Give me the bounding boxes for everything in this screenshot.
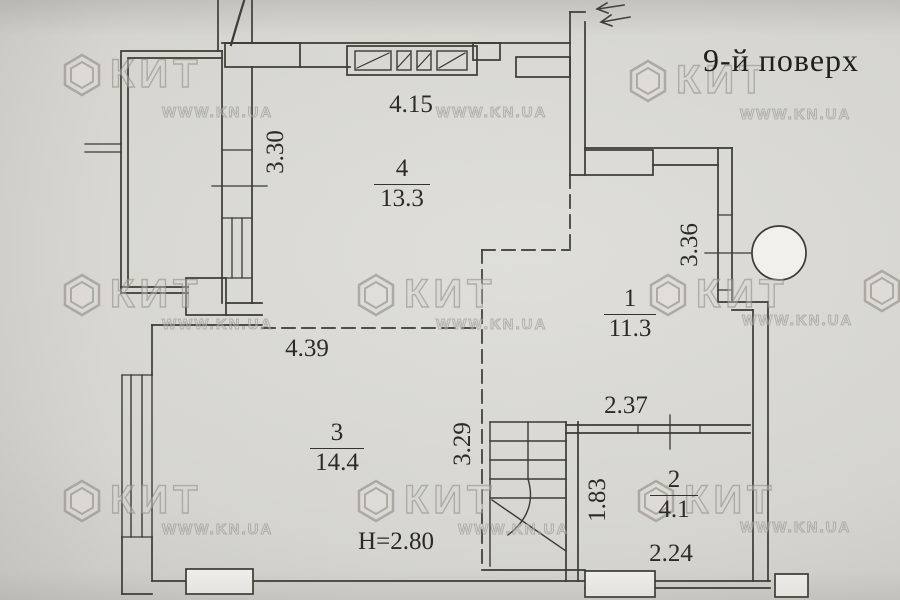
window-block — [774, 573, 809, 598]
room-number: 3 — [310, 420, 364, 449]
room-3-label: 3 14.4 — [310, 420, 364, 476]
dim-room2-width-top: 2.37 — [604, 392, 648, 419]
column-circle — [751, 225, 807, 281]
wall-pier — [584, 149, 654, 176]
wall-pier — [224, 42, 301, 68]
section-break-lines — [217, 0, 253, 52]
dim-room2-width-bottom: 2.24 — [649, 540, 693, 567]
left-wall-room4 — [151, 50, 268, 376]
room1-walls — [584, 147, 769, 582]
dim-ceiling-height: H=2.80 — [358, 528, 434, 555]
room-number: 1 — [604, 286, 656, 315]
bottom-wall — [151, 568, 809, 598]
room-number: 4 — [374, 156, 430, 185]
upper-right-wall — [569, 11, 586, 176]
room2-top-wall — [565, 414, 751, 450]
window-block — [584, 570, 656, 598]
section-arrows-icon — [595, 1, 631, 28]
room-2-label: 2 4.1 — [650, 467, 698, 523]
dim-right-window: 3.36 — [676, 223, 703, 267]
dashed-boundaries — [261, 174, 571, 567]
dim-left-upper-window: 3.30 — [262, 130, 289, 174]
dim-stair-zone-depth: 3.29 — [449, 422, 476, 466]
staircase — [481, 421, 586, 582]
top-wall — [221, 42, 571, 78]
window-block — [185, 568, 254, 595]
dim-top-wall-width: 4.15 — [389, 91, 433, 118]
dim-room2-depth: 1.83 — [584, 478, 611, 522]
room-4-label: 4 13.3 — [374, 156, 430, 212]
room-number: 2 — [650, 467, 698, 496]
room-area: 13.3 — [380, 185, 424, 212]
stair-run-line — [491, 499, 567, 552]
stair-direction-arc — [507, 478, 532, 536]
wall-pier — [185, 277, 227, 316]
left-wall-room3 — [121, 374, 153, 595]
dim-room3-width: 4.39 — [285, 335, 329, 362]
floor-title: 9-й поверх — [703, 42, 860, 78]
room-area: 14.4 — [315, 449, 359, 476]
balcony-outline — [84, 50, 223, 294]
room-area: 4.1 — [658, 496, 690, 523]
room-area: 11.3 — [608, 315, 652, 342]
room-1-label: 1 11.3 — [604, 286, 656, 342]
